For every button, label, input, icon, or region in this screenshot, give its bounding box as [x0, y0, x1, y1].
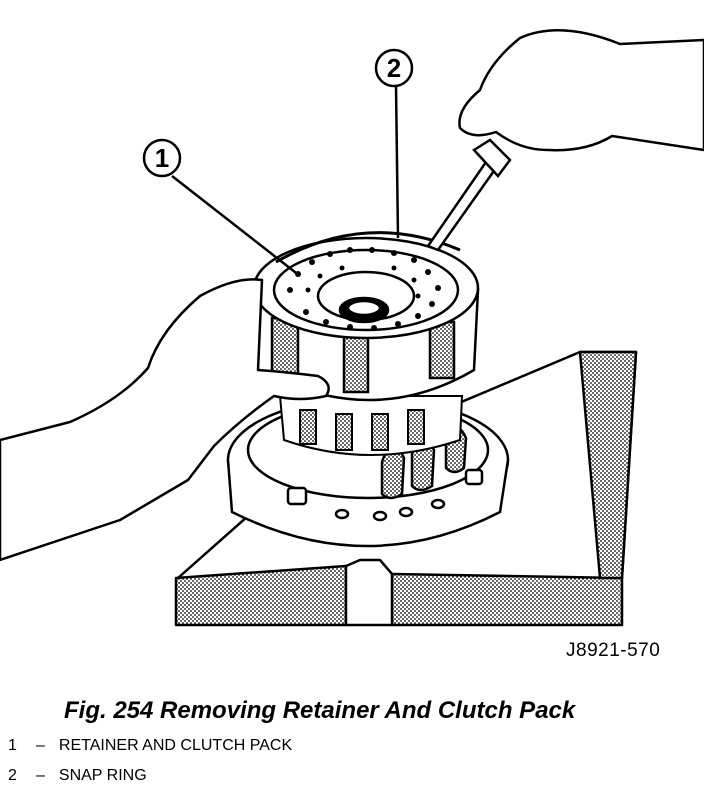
legend-separator: –	[36, 767, 45, 784]
legend-separator: –	[36, 737, 45, 754]
retainer-holes	[287, 247, 441, 331]
callout-2: 2	[374, 48, 414, 239]
legend-item-number: 1	[8, 737, 17, 754]
block-gap	[344, 558, 394, 627]
right-block-front	[390, 572, 624, 627]
technical-illustration: 1 2	[0, 29, 704, 627]
legend-item: 2 – SNAP RING	[8, 766, 292, 796]
legend: 1 – RETAINER AND CLUTCH PACK 2 – SNAP RI…	[8, 736, 292, 796]
legend-item-label: RETAINER AND CLUTCH PACK	[58, 737, 293, 754]
legend-item-label: SNAP RING	[58, 767, 147, 784]
left-hand	[0, 278, 330, 562]
figure-id: J8921-570	[566, 640, 661, 661]
callout-1: 1	[142, 138, 301, 277]
callout-1-number: 1	[155, 143, 169, 173]
right-hand	[458, 29, 704, 152]
figure-caption: Fig. 254 Removing Retainer And Clutch Pa…	[64, 697, 576, 724]
retainer-drum	[252, 231, 480, 402]
clutch-pack	[278, 395, 464, 456]
right-block-side	[578, 350, 638, 580]
callout-2-number: 2	[387, 53, 401, 83]
legend-item-number: 2	[8, 767, 17, 784]
legend-item: 1 – RETAINER AND CLUTCH PACK	[8, 736, 292, 766]
screwdriver	[426, 138, 512, 252]
